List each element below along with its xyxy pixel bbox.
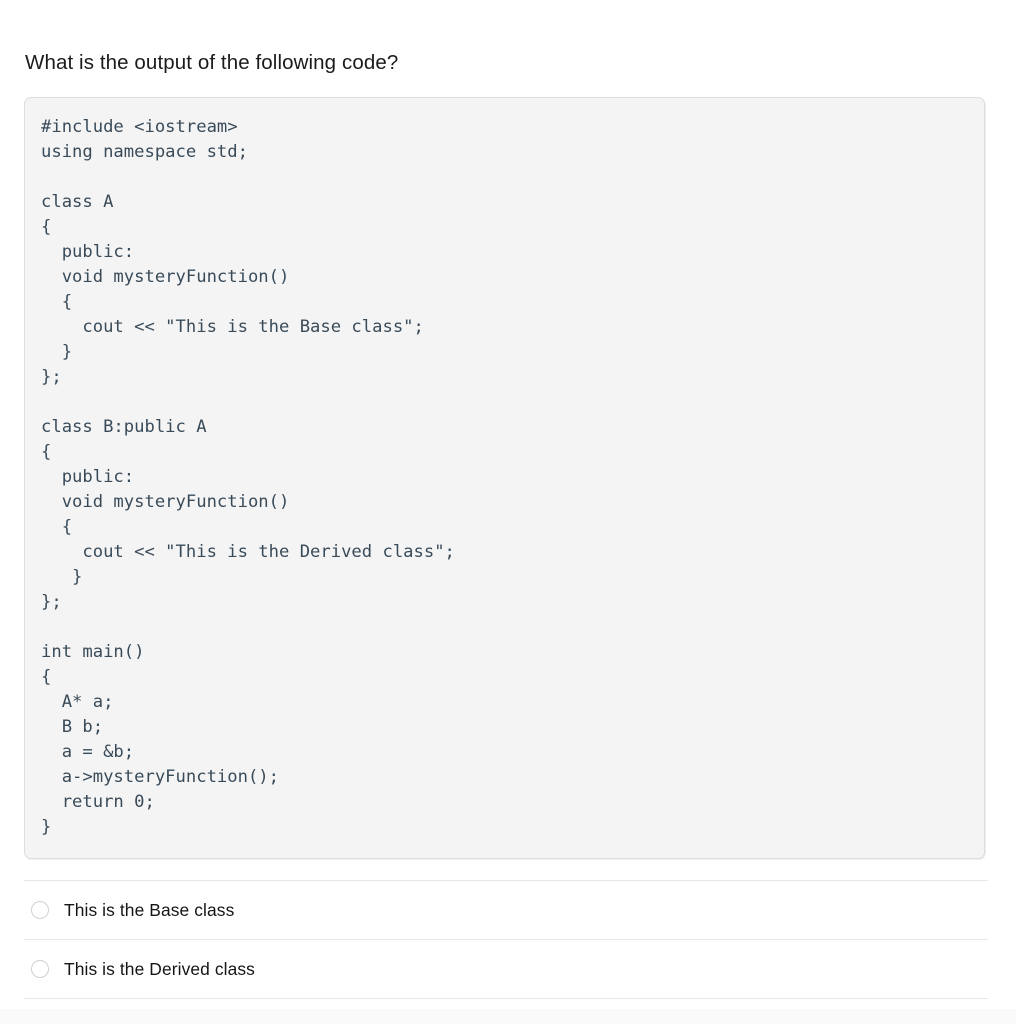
answer-divider	[24, 880, 988, 881]
radio-button-icon[interactable]	[31, 960, 49, 978]
answer-option-label: This is the Derived class	[64, 959, 255, 979]
question-prompt: What is the output of the following code…	[25, 51, 399, 74]
radio-button-icon[interactable]	[31, 901, 49, 919]
code-snippet: #include <iostream> using namespace std;…	[41, 117, 455, 837]
code-block: #include <iostream> using namespace std;…	[24, 97, 985, 859]
answer-option-0[interactable]: This is the Base class	[0, 881, 1016, 939]
answer-option-label: This is the Base class	[64, 900, 235, 920]
next-answer-option-partial[interactable]	[0, 1009, 1016, 1024]
answer-divider	[24, 939, 988, 940]
answer-divider	[24, 998, 988, 999]
answer-options-list: This is the Base class This is the Deriv…	[0, 880, 1016, 999]
answer-option-1[interactable]: This is the Derived class	[0, 940, 1016, 998]
